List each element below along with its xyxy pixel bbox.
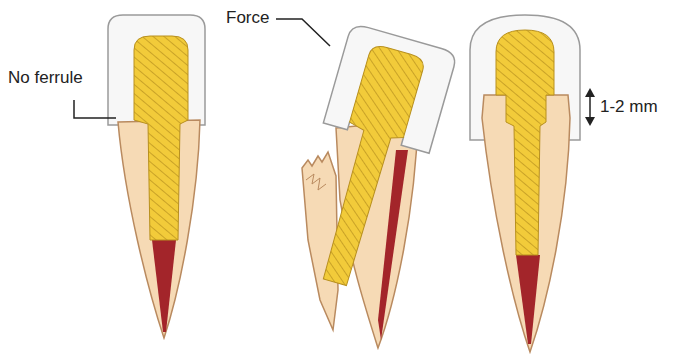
tooth-fractured xyxy=(282,23,458,348)
tooth-with-ferrule xyxy=(470,15,580,352)
dimension-arrow xyxy=(585,88,595,126)
callout-label: 1-2 mm xyxy=(600,97,658,117)
tooth-no-ferrule xyxy=(108,15,205,338)
leader-line xyxy=(276,19,330,46)
callout-label: Force xyxy=(226,8,269,28)
callout-label: No ferrule xyxy=(8,68,83,88)
leader-line xyxy=(74,100,116,118)
